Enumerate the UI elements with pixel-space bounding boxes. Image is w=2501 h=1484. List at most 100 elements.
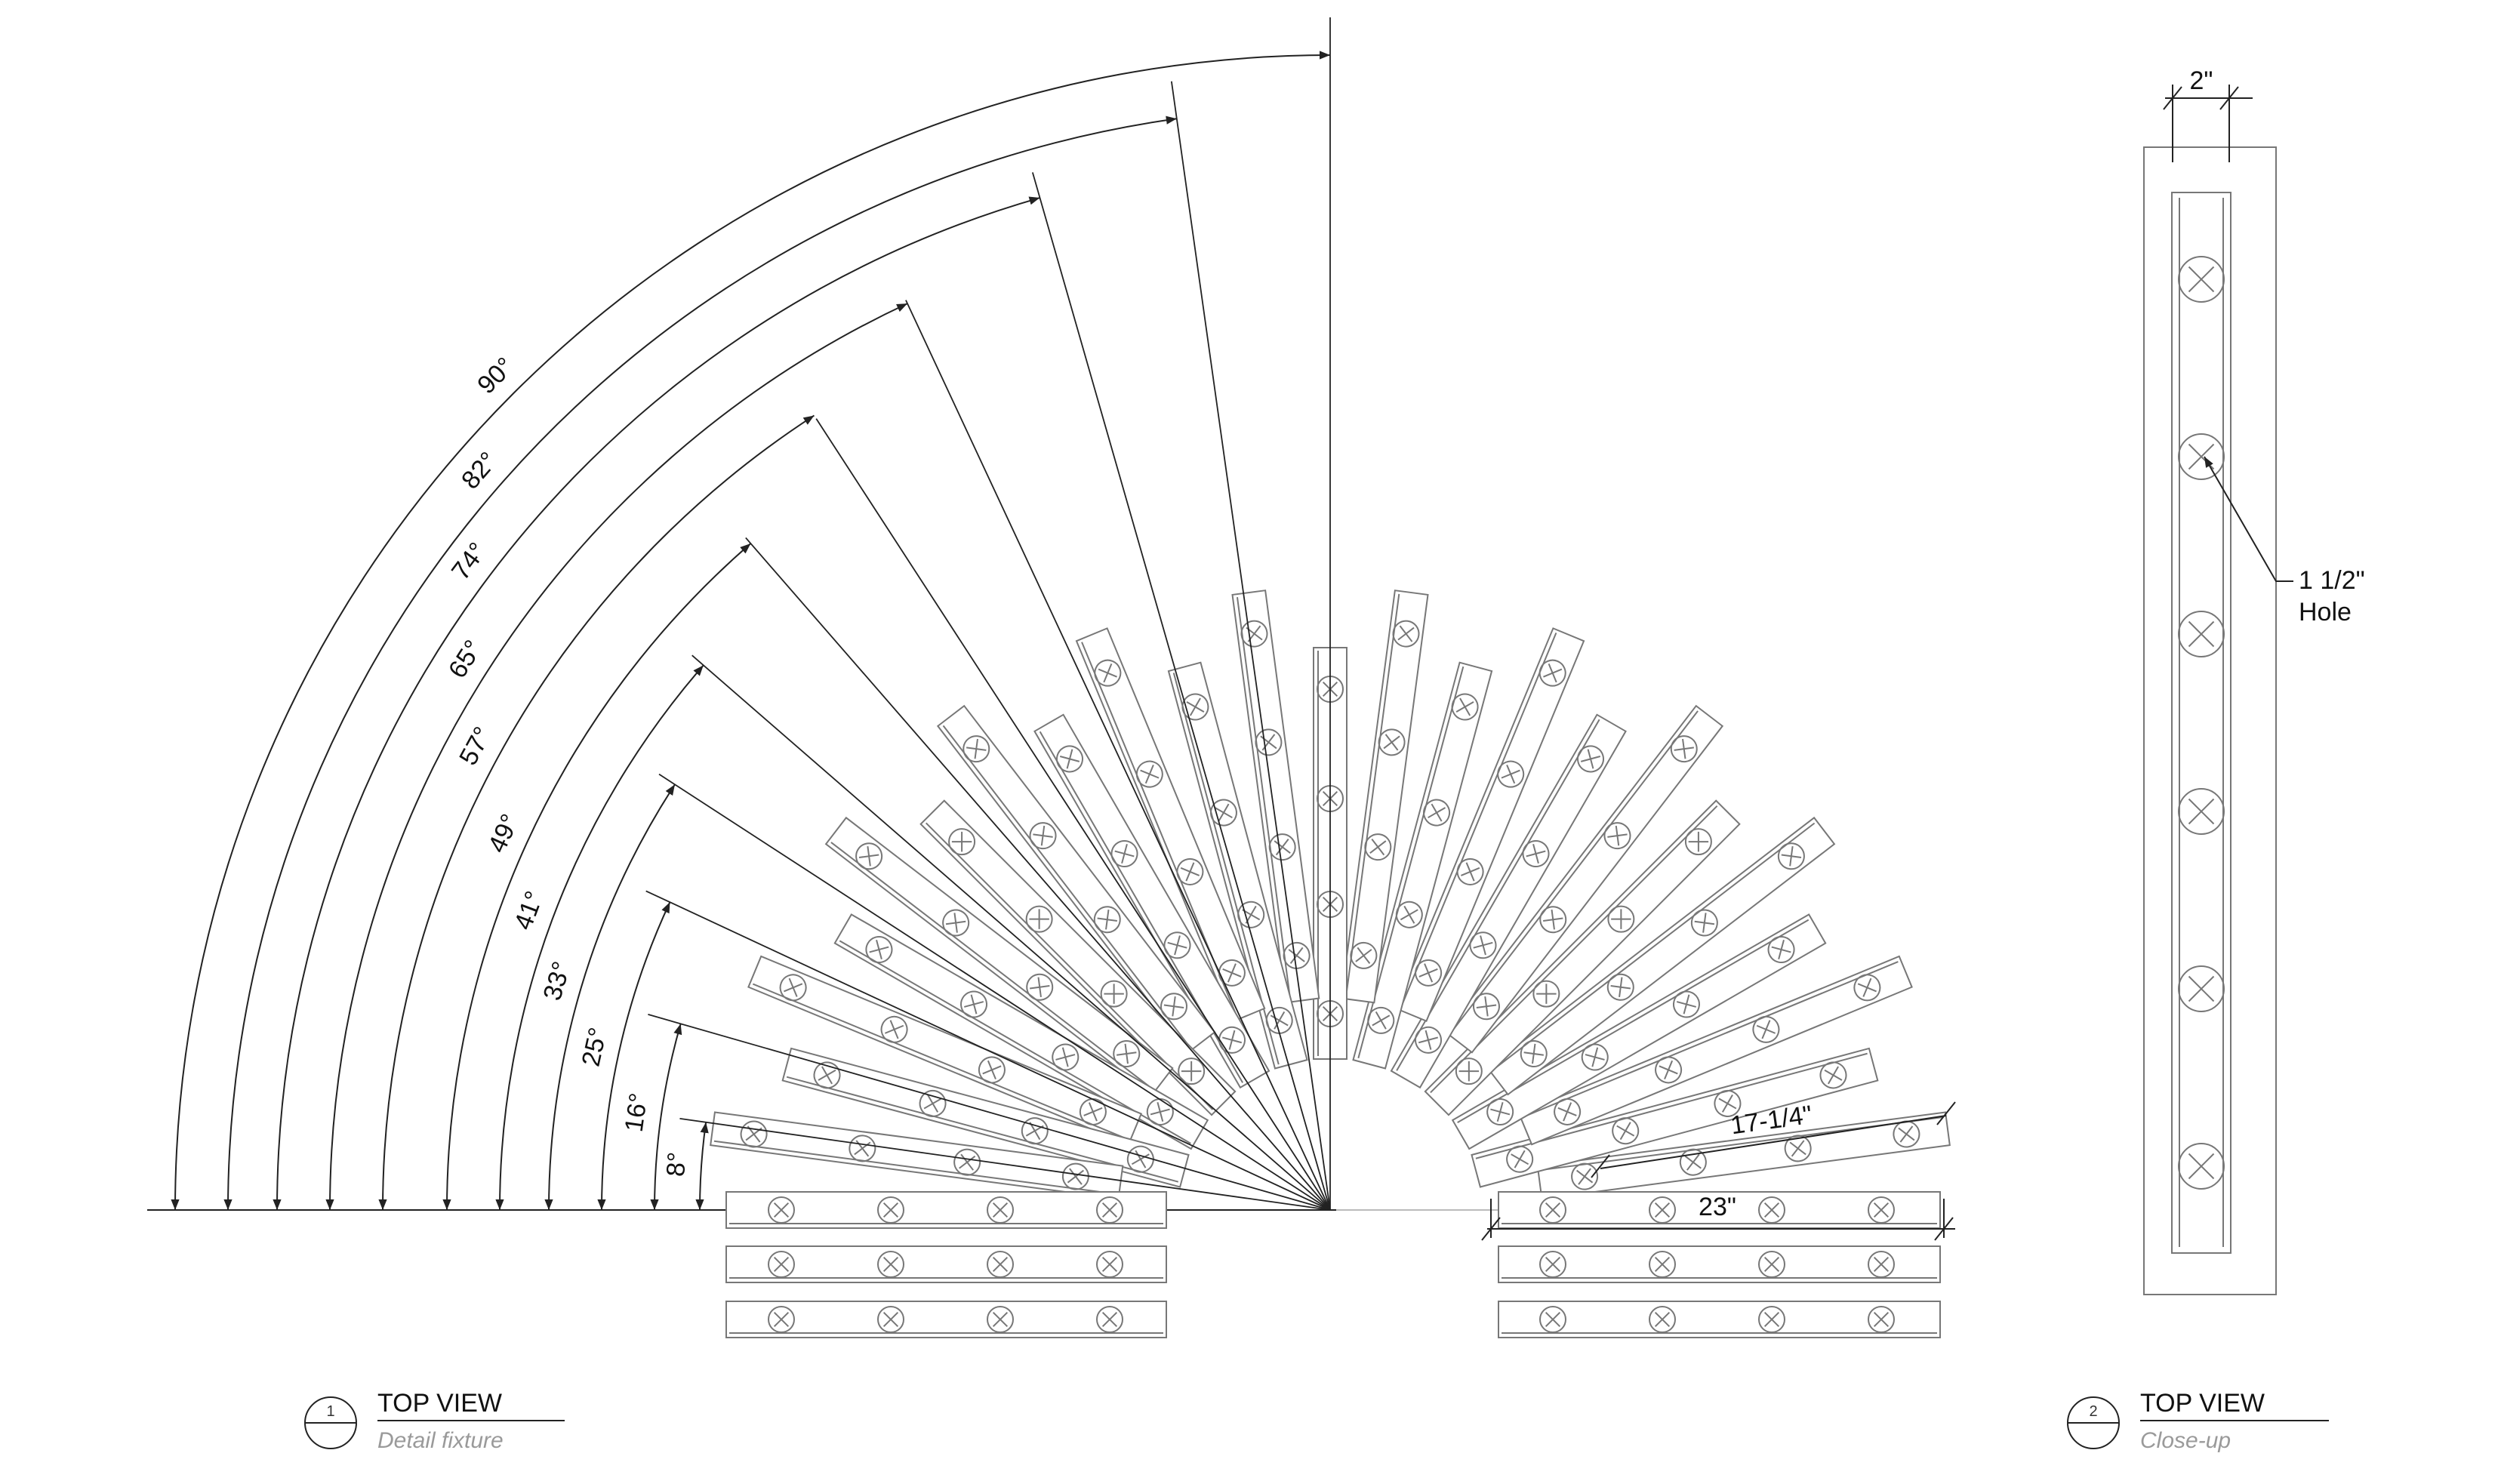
fan-board bbox=[1517, 955, 1913, 1146]
board-hole bbox=[1378, 728, 1406, 756]
board-hole bbox=[1539, 1306, 1566, 1333]
fan-board bbox=[1394, 627, 1585, 1023]
view-title-2-text: TOP VIEW bbox=[2140, 1389, 2265, 1418]
board-hole bbox=[1395, 901, 1423, 928]
stacked-board bbox=[1498, 1245, 1941, 1283]
fan-board bbox=[1486, 816, 1836, 1096]
board-hole bbox=[1868, 1251, 1895, 1278]
closeup-hole bbox=[2178, 611, 2225, 657]
board-hole bbox=[1649, 1196, 1676, 1224]
board-hole bbox=[1571, 1162, 1599, 1190]
board-hole bbox=[1415, 1026, 1442, 1054]
board-hole bbox=[1456, 857, 1484, 885]
view-title-2: 2 TOP VIEW Close-up bbox=[2067, 1389, 2329, 1453]
board-hole bbox=[1581, 1043, 1609, 1071]
board-hole bbox=[1649, 1306, 1676, 1333]
angle-label: 49° bbox=[482, 810, 525, 857]
board-hole bbox=[1520, 1040, 1548, 1068]
board-hole bbox=[1655, 1056, 1683, 1084]
angle-label: 74° bbox=[446, 537, 492, 586]
view-number-1: 1 bbox=[326, 1403, 334, 1420]
angle-arc bbox=[597, 901, 671, 1211]
angle-arc bbox=[442, 543, 752, 1211]
board-hole bbox=[1612, 1117, 1640, 1145]
board-hole bbox=[1532, 980, 1560, 1008]
board-hole bbox=[1367, 1006, 1395, 1034]
view-subtitle-1: Detail fixture bbox=[377, 1428, 504, 1453]
angle-label: 65° bbox=[443, 635, 488, 683]
view-subtitle-2: Close-up bbox=[2140, 1428, 2231, 1453]
board-hole bbox=[1603, 822, 1631, 850]
board-hole bbox=[1506, 1145, 1534, 1173]
board-hole bbox=[1672, 990, 1700, 1018]
board-hole bbox=[1472, 993, 1500, 1021]
board-hole bbox=[1679, 1148, 1707, 1176]
closeup-hole bbox=[2178, 256, 2225, 303]
angle-arc bbox=[544, 784, 676, 1211]
board-hole bbox=[1758, 1251, 1785, 1278]
board-hole bbox=[1096, 1251, 1123, 1278]
board-hole bbox=[1096, 1196, 1123, 1224]
board-hole bbox=[987, 1196, 1014, 1224]
board-hole bbox=[877, 1196, 904, 1224]
board-hole bbox=[1364, 833, 1392, 861]
angle-arc bbox=[695, 1122, 709, 1211]
board-hole bbox=[1684, 828, 1712, 856]
angle-label: 57° bbox=[454, 722, 497, 770]
view-title-1-text: TOP VIEW bbox=[377, 1389, 502, 1418]
board-hole bbox=[1554, 1098, 1582, 1125]
board-hole bbox=[1451, 693, 1479, 721]
board-hole bbox=[1784, 1135, 1812, 1162]
board-hole bbox=[1469, 931, 1497, 959]
board-hole bbox=[1522, 840, 1550, 868]
angle-label: 82° bbox=[456, 447, 503, 495]
board-hole bbox=[768, 1251, 795, 1278]
board-length-dimension: 23" bbox=[1481, 1193, 1955, 1241]
board-hole bbox=[1777, 842, 1805, 870]
board-hole bbox=[1392, 620, 1420, 648]
angle-label: 33° bbox=[537, 959, 576, 1004]
board-hole bbox=[1758, 1196, 1785, 1224]
board-hole bbox=[877, 1251, 904, 1278]
stacked-board bbox=[1498, 1301, 1941, 1338]
board-hole bbox=[1670, 735, 1698, 763]
angle-arc bbox=[378, 414, 815, 1211]
board-hole bbox=[1486, 1098, 1514, 1125]
stacked-board bbox=[725, 1191, 1167, 1229]
closeup-outer-frame bbox=[2143, 146, 2277, 1295]
stacked-board bbox=[725, 1301, 1167, 1338]
stacked-boards bbox=[725, 1191, 1941, 1338]
angle-label: 8° bbox=[661, 1151, 691, 1178]
board-hole bbox=[1868, 1196, 1895, 1224]
closeup-hole bbox=[2178, 965, 2225, 1012]
board-hole bbox=[987, 1306, 1014, 1333]
fan-board bbox=[1424, 799, 1741, 1116]
board-hole bbox=[1423, 799, 1451, 827]
board-hole bbox=[1415, 959, 1443, 987]
board-hole bbox=[1350, 941, 1378, 969]
hole-callout-text: Hole bbox=[2299, 598, 2352, 627]
angle-dimension-arcs bbox=[171, 51, 1331, 1211]
board-hole bbox=[1096, 1306, 1123, 1333]
board-hole bbox=[1539, 906, 1567, 934]
board-hole bbox=[1455, 1058, 1483, 1085]
board-hole bbox=[987, 1251, 1014, 1278]
angle-label: 41° bbox=[509, 887, 550, 933]
board-hole bbox=[1539, 1196, 1566, 1224]
stacked-board bbox=[1498, 1191, 1941, 1229]
board-width-label: 2" bbox=[2190, 66, 2213, 95]
fan-board bbox=[1444, 704, 1724, 1054]
closeup-holes bbox=[2178, 256, 2225, 1190]
board-hole bbox=[1853, 974, 1881, 1002]
board-hole bbox=[1714, 1089, 1742, 1117]
angle-label: 16° bbox=[620, 1091, 654, 1134]
board-hole bbox=[1497, 760, 1525, 788]
view-number-2: 2 bbox=[2089, 1403, 2097, 1420]
board-hole bbox=[1538, 659, 1566, 687]
board-hole bbox=[1606, 973, 1634, 1001]
hole-leader bbox=[2204, 456, 2293, 582]
board-hole bbox=[1649, 1251, 1676, 1278]
board-hole bbox=[877, 1306, 904, 1333]
closeup-view: 2" 1 1/2" Hole bbox=[2143, 66, 2365, 1295]
